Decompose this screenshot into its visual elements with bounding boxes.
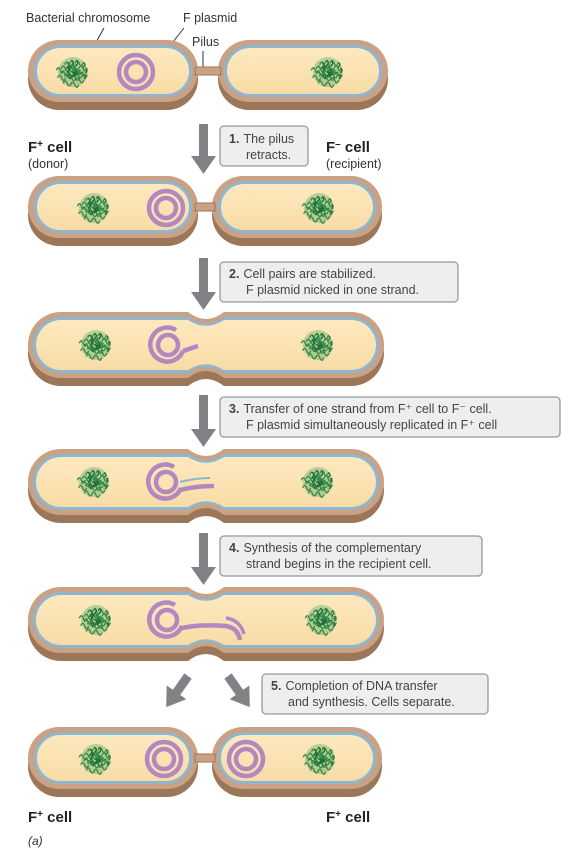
- arrow-down-4: [191, 533, 216, 585]
- step-3-line2: F plasmid simultaneously replicated in F…: [246, 418, 497, 432]
- step-5-num: 5.: [271, 679, 281, 693]
- arrow-down-2: [191, 258, 216, 310]
- label-pilus: Pilus: [192, 35, 219, 49]
- row5-complementary-strand: [225, 616, 246, 635]
- step-2-box: 2. Cell pairs are stabilized. F plasmid n…: [219, 261, 459, 303]
- row5-cell-pair-cytoplasm: [36, 595, 376, 645]
- step-4-box: 4. Synthesis of the complementary strand …: [219, 535, 483, 577]
- final-right-label: F+ cell: [326, 809, 370, 827]
- donor-title-base: F: [28, 139, 37, 156]
- arrow-diagonal-left: [166, 673, 192, 708]
- final-right-sup: +: [335, 809, 341, 820]
- step-5-box: 5. Completion of DNA transfer and synthes…: [261, 673, 489, 715]
- step-3-num: 3.: [229, 402, 239, 416]
- top-labels: Bacterial chromosome F plasmid Pilus: [26, 11, 237, 70]
- row6-right-f-plasmid: [226, 739, 266, 779]
- row-2: [28, 176, 382, 246]
- svg-text:3.Transfer of one strand from: 3. Transfer of one strand from F⁺ cell to…: [229, 402, 492, 416]
- row4-donor-chromosome: [76, 467, 109, 498]
- row4-transferring-strand: [179, 483, 215, 493]
- row2-f-plasmid: [146, 188, 186, 228]
- svg-text:F– cell: F– cell: [326, 139, 370, 157]
- row1-donor-chromosome: [55, 57, 88, 88]
- donor-sub: (donor): [28, 157, 68, 171]
- step-5-line2: and synthesis. Cells separate.: [288, 695, 455, 709]
- svg-text:1.The pilus: 1. The pilus: [229, 132, 294, 146]
- row4-cell-pair-cytoplasm: [36, 457, 376, 507]
- step-1-line1: The pilus: [243, 132, 294, 146]
- row6-left-chromosome: [78, 744, 111, 775]
- row-5: [28, 587, 384, 661]
- row6-left-f-plasmid: [144, 739, 184, 779]
- step-3-line1: Transfer of one strand from F⁺ cell to F…: [243, 402, 491, 416]
- row2-recipient-cell-cytoplasm: [221, 184, 373, 230]
- recipient-title-sup: –: [335, 139, 341, 150]
- cell-rows: [28, 40, 388, 797]
- row6-right-chromosome: [302, 744, 335, 775]
- process-arrows: [166, 124, 250, 708]
- step-2-num: 2.: [229, 267, 239, 281]
- recipient-title-base: F: [326, 139, 335, 156]
- step-4-num: 4.: [229, 541, 239, 555]
- final-right-base: F: [326, 809, 335, 826]
- svg-text:2.Cell pairs are stabilized.: 2. Cell pairs are stabilized.: [229, 267, 376, 281]
- svg-text:4.Synthesis of the complementa: 4. Synthesis of the complementary: [229, 541, 422, 555]
- recipient-title-rest: cell: [341, 139, 370, 156]
- final-left-base: F: [28, 809, 37, 826]
- row-4: [28, 449, 384, 523]
- label-f-plasmid: F plasmid: [183, 11, 237, 25]
- step-3-box: 3. Transfer of one strand from F⁺ cell to…: [219, 396, 561, 438]
- row4-recipient-chromosome: [300, 467, 333, 498]
- step-5-line1: Completion of DNA transfer: [285, 679, 437, 693]
- step-2-line2: F plasmid nicked in one strand.: [246, 283, 419, 297]
- recipient-label: F– cell (recipient): [326, 139, 382, 172]
- final-left-label: F+ cell: [28, 809, 72, 827]
- row6-pilus: [194, 753, 216, 763]
- row1-recipient-chromosome: [310, 57, 343, 88]
- step-4-line1: Synthesis of the complementary: [243, 541, 422, 555]
- row4-f-plasmid: [146, 462, 184, 501]
- row5-recipient-chromosome: [304, 605, 337, 636]
- svg-text:F+ cell: F+ cell: [28, 139, 72, 157]
- row3-nicked-strand: [182, 343, 199, 354]
- row1-f-plasmid: [116, 52, 156, 92]
- svg-text:5.Completion of DNA transfer: 5. Completion of DNA transfer: [271, 679, 438, 693]
- svg-text:F+ cell: F+ cell: [28, 809, 72, 827]
- row5-donor-chromosome: [78, 605, 111, 636]
- row5-transferred-strand: [181, 623, 243, 641]
- final-left-sup: +: [37, 809, 43, 820]
- step-1-num: 1.: [229, 132, 239, 146]
- step-1-box: 1. The pilus retracts.: [219, 125, 309, 167]
- recipient-sub: (recipient): [326, 157, 382, 171]
- row5-f-plasmid: [147, 600, 185, 639]
- step-4-line2: strand begins in the recipient cell.: [246, 557, 432, 571]
- arrow-down-3: [191, 395, 216, 447]
- row2-recipient-chromosome: [301, 193, 334, 224]
- arrow-down-1: [191, 124, 216, 174]
- label-bacterial-chromosome: Bacterial chromosome: [26, 11, 150, 25]
- row4-replicating-strand: [179, 477, 211, 483]
- row2-donor-chromosome: [76, 193, 109, 224]
- row1-recipient-cell-cytoplasm: [227, 48, 379, 94]
- donor-label: F+ cell (donor): [28, 139, 72, 172]
- row3-donor-chromosome: [78, 330, 111, 361]
- donor-title-rest: cell: [43, 139, 72, 156]
- figure-caption: (a): [28, 834, 43, 848]
- row-1: [28, 40, 388, 110]
- row3-f-plasmid: [148, 325, 186, 364]
- row2-pilus: [194, 202, 216, 212]
- row3-cell-pair-cytoplasm: [36, 320, 376, 370]
- step-2-line1: Cell pairs are stabilized.: [243, 267, 376, 281]
- row1-pilus: [194, 66, 222, 76]
- row-6: [28, 727, 382, 797]
- final-right-rest: cell: [341, 809, 370, 826]
- step-1-line2: retracts.: [246, 148, 291, 162]
- row-3: [28, 312, 384, 386]
- svg-text:F+ cell: F+ cell: [326, 809, 370, 827]
- row3-recipient-chromosome: [300, 330, 333, 361]
- donor-title-sup: +: [37, 139, 43, 150]
- final-left-rest: cell: [43, 809, 72, 826]
- arrow-diagonal-right: [224, 673, 250, 708]
